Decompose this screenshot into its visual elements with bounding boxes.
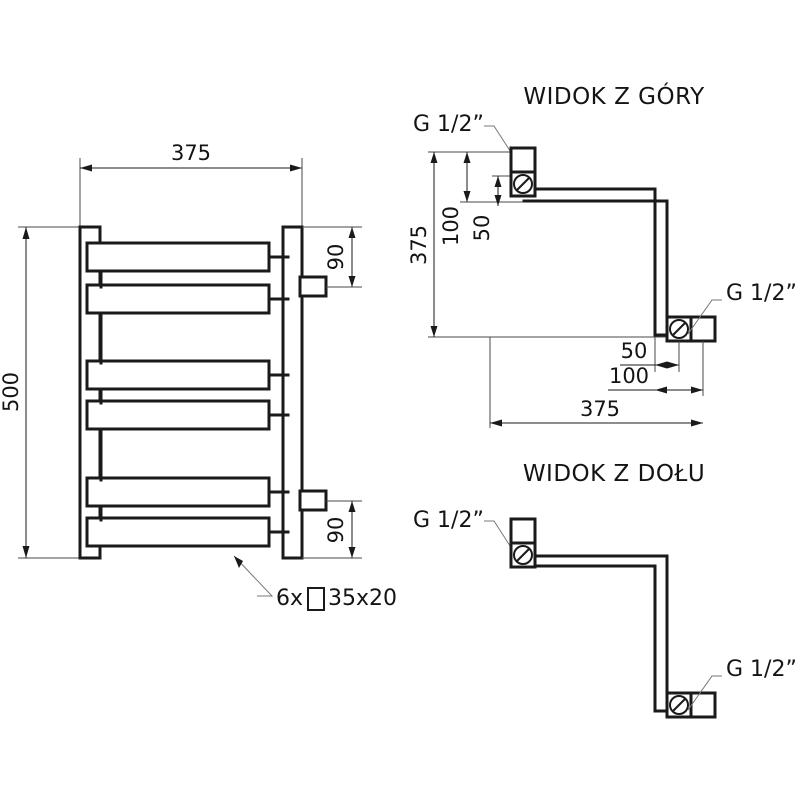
rectangle-profile-symbol-icon — [307, 587, 325, 611]
front-height-arrow-top — [22, 227, 30, 239]
bottom-view-group: WIDOK Z DOŁU G 1/2” G 1/2” — [413, 461, 797, 719]
horizontal-bar-4 — [85, 399, 271, 431]
topview-h375-arrow-left — [490, 419, 502, 427]
topview-v100-arrow-bottom — [463, 191, 471, 202]
horizontal-bar-6 — [85, 516, 271, 548]
top-view-pipe-inner — [522, 199, 674, 325]
top-view-pipe-outer — [522, 187, 674, 337]
bottom90-arrow-up — [348, 501, 356, 512]
topview-v375-arrow-bottom — [430, 326, 438, 337]
front-width-arrow-right — [290, 164, 302, 172]
bottom90-label: 90 — [324, 517, 348, 544]
bottom90-arrow-down — [348, 547, 356, 558]
top90-label: 90 — [324, 244, 348, 271]
horizontal-bar-2 — [85, 283, 271, 315]
bottom-view-pipe-inner — [522, 554, 674, 701]
topview-v50-arrow-bottom — [494, 195, 502, 206]
front-width-arrow-left — [80, 164, 92, 172]
top-view-lower-valve-slash — [672, 322, 686, 336]
topview-v50-arrow-top — [494, 176, 502, 187]
top90-arrow-up — [348, 227, 356, 238]
topview-v375-label: 375 — [407, 225, 431, 265]
topview-h50-arrow-right — [667, 361, 679, 369]
bottom-view-lower-leader — [687, 675, 722, 711]
topview-h50-label: 50 — [621, 339, 648, 363]
topview-h375-arrow-right — [691, 419, 703, 427]
topview-h100-arrow-left — [655, 386, 667, 394]
bottom-view-upper-valve-slash — [516, 548, 530, 562]
top-view-lower-leader — [687, 299, 722, 335]
top-connector-stub — [298, 275, 328, 298]
topview-h375-label: 375 — [580, 397, 620, 421]
bottom-view-lower-fitting-body — [689, 691, 717, 719]
top-view-upper-connection-label: G 1/2” — [413, 112, 484, 137]
bottom-view-upper-connection-label: G 1/2” — [413, 508, 484, 533]
top90-arrow-down — [348, 276, 356, 287]
top-view-upper-valve-slash — [516, 177, 530, 191]
front-view-group: 375 500 — [0, 141, 397, 611]
topview-v100-arrow-top — [463, 152, 471, 163]
top-view-title: WIDOK Z GÓRY — [523, 82, 705, 110]
front-height-label: 500 — [0, 372, 23, 412]
top-view-upper-fitting-body — [509, 146, 537, 174]
horizontal-bar-1 — [85, 241, 271, 273]
bottom-view-pipe-outer — [509, 564, 674, 713]
bottom-view-upper-fitting-body — [509, 517, 537, 545]
topview-v50-label: 50 — [470, 215, 494, 242]
horizontal-bar-3 — [85, 359, 271, 391]
bottom-view-upper-leader — [484, 520, 515, 553]
top-view-upper-leader — [484, 125, 515, 158]
topview-h100-label: 100 — [609, 364, 649, 388]
top-view-lower-fitting-body — [689, 315, 717, 343]
left-vertical-post — [78, 225, 102, 560]
profile-callout-arrow — [234, 556, 243, 568]
top-view-group: WIDOK Z GÓRY G 1/2” 375 100 50 — [407, 82, 797, 428]
bottom-view-lower-connection-label: G 1/2” — [726, 657, 797, 682]
front-height-arrow-bottom — [22, 546, 30, 558]
topview-h100-arrow-right — [691, 386, 703, 394]
bottom-view-lower-valve-slash — [672, 698, 686, 712]
topview-h50-arrow-left — [655, 361, 667, 369]
front-width-label: 375 — [171, 141, 211, 165]
bottom-view-title: WIDOK Z DOŁU — [523, 461, 705, 487]
topview-v100-label: 100 — [439, 206, 463, 246]
bottom-connector-stub — [298, 489, 328, 512]
profile-callout-size: 35x20 — [328, 586, 397, 611]
right-vertical-post — [281, 225, 304, 560]
top-view-lower-connection-label: G 1/2” — [726, 281, 797, 306]
profile-callout-leader — [233, 555, 274, 597]
horizontal-bar-5 — [85, 476, 271, 508]
topview-v375-arrow-top — [430, 152, 438, 163]
profile-callout-prefix: 6x — [276, 586, 303, 611]
